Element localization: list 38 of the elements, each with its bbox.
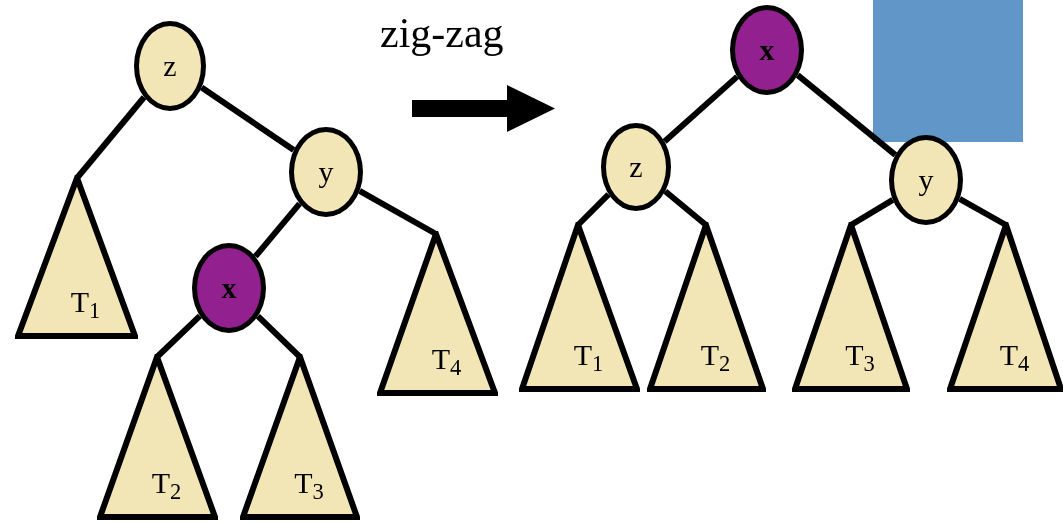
node-label: T$_{4}$ xyxy=(999,340,1030,370)
tree-edge xyxy=(358,188,438,237)
tree-node-ellipse xyxy=(192,243,266,333)
subtree-triangle xyxy=(947,222,1063,392)
tree-edge xyxy=(74,95,147,180)
node-label: z xyxy=(629,152,643,182)
node-label: T$_{2}$ xyxy=(700,340,731,370)
subtree-triangle xyxy=(240,354,360,520)
tree-node-ellipse xyxy=(289,127,363,217)
subtree-triangle xyxy=(377,231,498,396)
tree-edge xyxy=(849,197,895,228)
tree-edge xyxy=(255,313,303,360)
tree-edge xyxy=(662,74,740,144)
transformation-label: zig-zag xyxy=(380,12,504,54)
node-label: x xyxy=(759,35,775,65)
node-label: y xyxy=(318,157,334,187)
subtree-triangle xyxy=(15,175,138,339)
node-label: T$_{3}$ xyxy=(294,468,324,498)
node-label: x xyxy=(221,273,237,303)
node-label: T$_{1}$ xyxy=(573,340,604,370)
subtree-triangle xyxy=(792,222,910,392)
subtree-triangle xyxy=(647,222,766,392)
node-label: T$_{1}$ xyxy=(70,287,101,317)
node-label: T$_{3}$ xyxy=(845,340,875,370)
tree-edge xyxy=(663,188,708,228)
subtree-triangle xyxy=(519,222,640,392)
tree-node-ellipse xyxy=(134,21,206,111)
subtree-triangle xyxy=(97,354,218,520)
node-label: T$_{2}$ xyxy=(151,468,182,498)
tree-edge xyxy=(575,192,611,228)
tree-edge xyxy=(253,201,302,259)
node-label: y xyxy=(918,165,934,195)
node-label: T$_{4}$ xyxy=(431,344,462,374)
tree-edge xyxy=(154,313,202,360)
filled-rectangle xyxy=(873,0,1023,142)
tree-edge xyxy=(958,196,1008,228)
tree-edge xyxy=(795,72,898,158)
node-label: z xyxy=(163,51,177,81)
